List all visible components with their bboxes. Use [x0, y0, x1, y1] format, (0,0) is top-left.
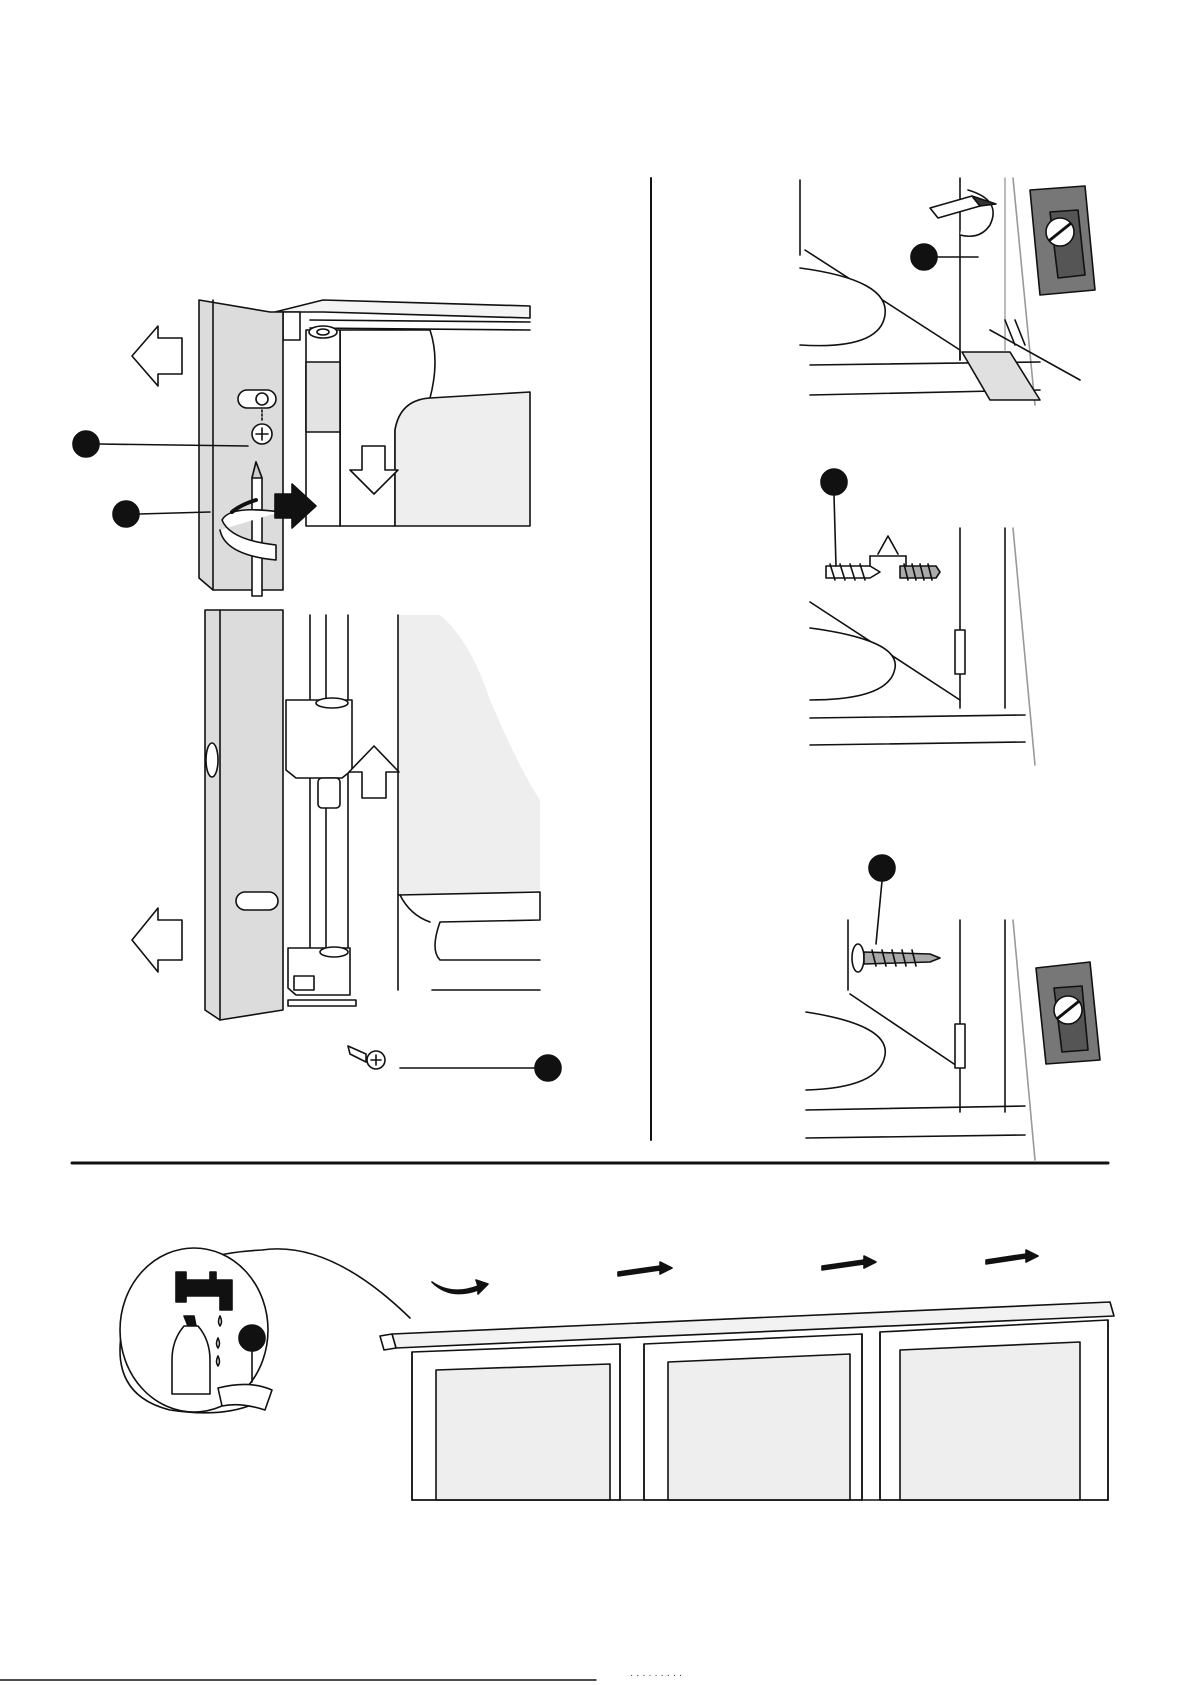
screw-panel-to-wall	[806, 855, 1100, 1160]
callout-marker	[869, 855, 895, 881]
footer-text: · · · · · · · · ·	[630, 1670, 682, 1681]
callout-marker	[911, 244, 937, 270]
screw-icon	[348, 1046, 385, 1069]
curved-arrow-icon	[432, 1280, 488, 1294]
callout-marker	[239, 1325, 265, 1351]
up-arrow-icon	[349, 746, 399, 798]
right-arrow-icon	[822, 1256, 876, 1270]
left-arrow-icon	[132, 326, 182, 386]
hinge-removal-bottom	[132, 610, 561, 1081]
callout-marker	[821, 469, 847, 495]
callout-marker	[73, 431, 99, 457]
left-arrow-icon	[132, 908, 182, 972]
wall-plug-and-screw	[810, 469, 1035, 765]
right-arrow-icon	[618, 1262, 672, 1276]
callout-marker	[535, 1055, 561, 1081]
right-arrow-icon	[986, 1250, 1038, 1264]
callout-marker	[113, 501, 139, 527]
mark-position-on-wall	[800, 178, 1095, 405]
hinge-removal-top	[73, 300, 530, 596]
clean-top-rail	[120, 1248, 1114, 1500]
